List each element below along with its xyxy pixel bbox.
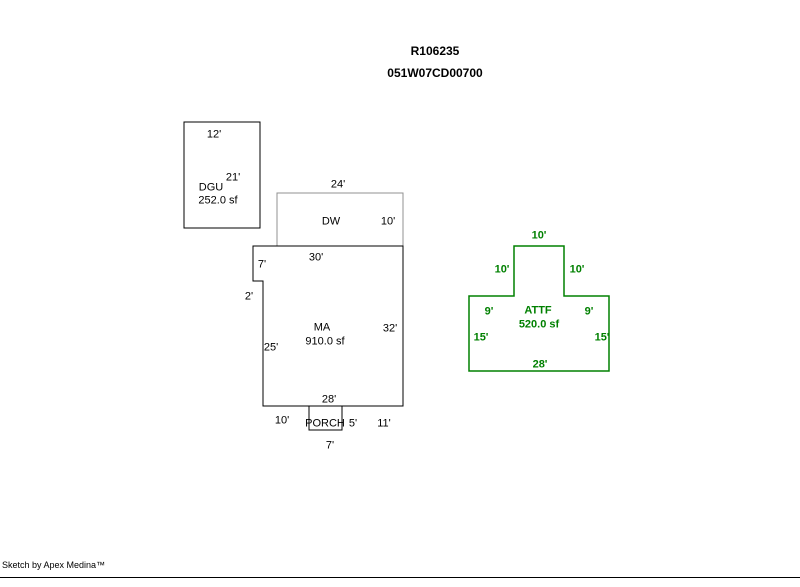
- ma-dim-notch-horizontal: 2': [244, 290, 254, 303]
- attf-name: ATTF: [524, 304, 552, 317]
- porch-dim-right: 5': [348, 417, 358, 430]
- attf-area: 520.0 sf: [518, 318, 560, 331]
- parcel-number: R106235: [410, 44, 460, 58]
- ma-name: MA: [313, 321, 331, 334]
- porch-dim-bottom: 7': [325, 439, 335, 452]
- ma-dim-notch-vertical: 7': [257, 258, 267, 271]
- dw-name: DW: [321, 215, 341, 228]
- dw-dim-right: 10': [380, 215, 396, 228]
- porch-outline: [308, 405, 343, 431]
- dgu-name: DGU: [198, 181, 224, 194]
- tax-lot-number: 051W07CD00700: [387, 66, 483, 80]
- ma-dim-bottom-right: 11': [377, 417, 391, 430]
- attf-dim-right: 15': [594, 331, 610, 344]
- attf-dim-stem-left: 10': [494, 263, 510, 276]
- ma-dim-bottom: 28': [321, 393, 337, 406]
- ma-dim-top: 30': [308, 251, 324, 264]
- attf-dim-shoulder-right: 9': [584, 305, 594, 318]
- attf-dim-stem-right: 10': [569, 263, 585, 276]
- dgu-dim-top: 12': [206, 128, 222, 141]
- dgu-area: 252.0 sf: [198, 194, 238, 207]
- sketch-credit: Sketch by Apex Medina™: [2, 560, 106, 570]
- dgu-dim-right: 21': [225, 171, 241, 184]
- ma-area: 910.0 sf: [305, 335, 345, 348]
- dw-dim-top: 24': [330, 178, 346, 191]
- dgu-outline: [183, 121, 261, 229]
- attf-dim-top: 10': [531, 229, 547, 242]
- attf-outline: [468, 245, 610, 372]
- ma-dim-right: 32': [382, 322, 398, 335]
- attf-dim-bottom: 28': [532, 358, 548, 371]
- ma-dim-left: 25': [263, 341, 279, 354]
- attf-dim-shoulder-left: 9': [484, 305, 494, 318]
- attf-dim-left: 15': [473, 331, 489, 344]
- ma-outline: [252, 245, 404, 407]
- porch-name: PORCH: [305, 417, 345, 430]
- ma-dim-bottom-left: 10': [274, 414, 290, 427]
